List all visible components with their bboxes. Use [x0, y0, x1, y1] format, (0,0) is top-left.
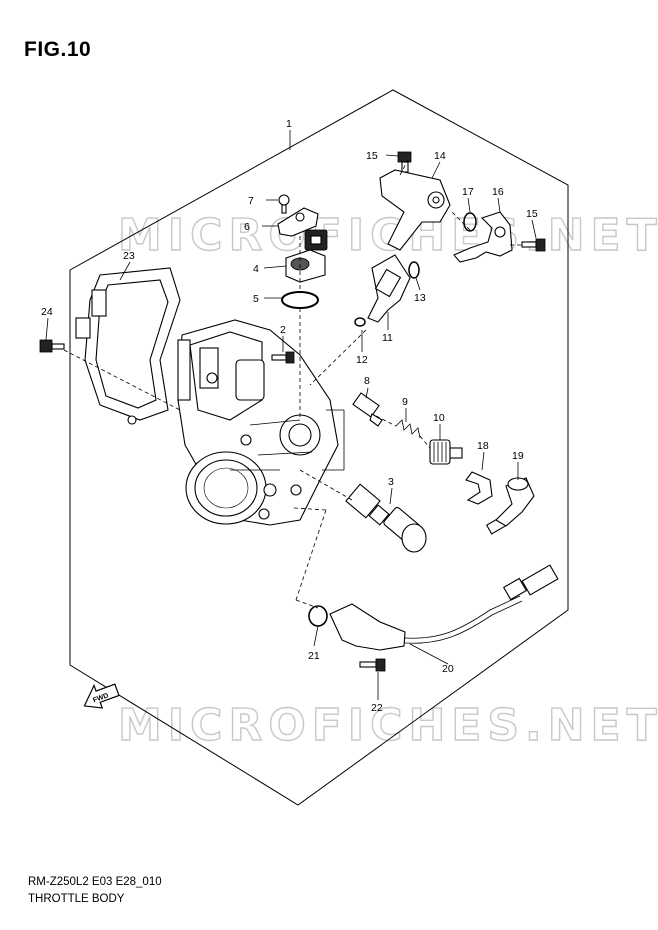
part-23-cover	[75, 267, 181, 425]
part-11-injector	[367, 254, 411, 323]
callouts: 1 2 3 4 5 6 7 8 9 10 11 12 13 14 15 15 1…	[41, 118, 538, 714]
throttle-body	[177, 319, 339, 526]
watermark-top: MICROFICHES.NET	[118, 210, 658, 261]
callout-13: 13	[414, 292, 426, 304]
part-21-o-ring	[308, 605, 328, 627]
callout-3: 3	[388, 476, 394, 488]
callout-18: 18	[477, 440, 489, 452]
part-13-o-ring	[408, 261, 420, 279]
callout-17: 17	[462, 186, 474, 198]
part-2-screw	[271, 351, 295, 364]
part-7-screw	[278, 194, 290, 214]
part-18-hose	[465, 471, 509, 535]
figure-title: FIG.10	[24, 38, 92, 61]
part-19-hose	[495, 477, 535, 527]
part-24-screw	[39, 339, 65, 353]
callout-10: 10	[433, 412, 445, 424]
callout-22: 22	[371, 702, 383, 714]
part-3-idle-valve	[345, 483, 427, 553]
part-17-o-ring	[463, 212, 477, 232]
callout-4: 4	[253, 263, 259, 275]
part-5-o-ring	[281, 291, 319, 309]
callout-8: 8	[364, 375, 370, 387]
fwd-arrow-icon: FWD	[83, 683, 120, 709]
part-20-sensor-harness	[329, 564, 559, 651]
part-10-nut	[429, 439, 463, 465]
callout-1: 1	[286, 118, 292, 130]
callout-24: 24	[41, 306, 53, 318]
part-14-holder	[379, 169, 451, 251]
model-code: RM-Z250L2 E03 E28_010	[28, 876, 162, 888]
callout-21: 21	[308, 650, 320, 662]
callout-11: 11	[382, 332, 393, 344]
part-15-bolt-upper	[397, 151, 412, 173]
part-12-o-ring	[354, 317, 366, 327]
diagram-caption: THROTTLE BODY	[28, 893, 125, 905]
watermark-bottom: MICROFICHES.NET	[118, 700, 658, 751]
callout-15-right: 15	[526, 208, 538, 220]
callout-14: 14	[434, 150, 446, 162]
part-4-sensor	[285, 229, 328, 283]
callout-2: 2	[280, 324, 286, 336]
assembly-boundary	[69, 89, 569, 806]
part-9-spring	[395, 419, 421, 439]
callout-6: 6	[244, 221, 250, 233]
part-16-fuel-pipe	[453, 211, 513, 263]
callout-19: 19	[512, 450, 524, 462]
callout-16: 16	[492, 186, 504, 198]
callout-7: 7	[248, 195, 254, 207]
callout-15-upper: 15	[366, 150, 378, 162]
part-22-bolt	[359, 658, 386, 672]
callout-20: 20	[442, 663, 454, 675]
part-8-plunger	[352, 392, 383, 427]
callout-12: 12	[356, 354, 368, 366]
leader-lines	[45, 130, 537, 700]
callout-9: 9	[402, 396, 408, 408]
part-6-bracket	[277, 207, 319, 237]
part-15-bolt-right	[521, 238, 546, 252]
callout-5: 5	[253, 293, 259, 305]
callout-23: 23	[123, 250, 135, 262]
